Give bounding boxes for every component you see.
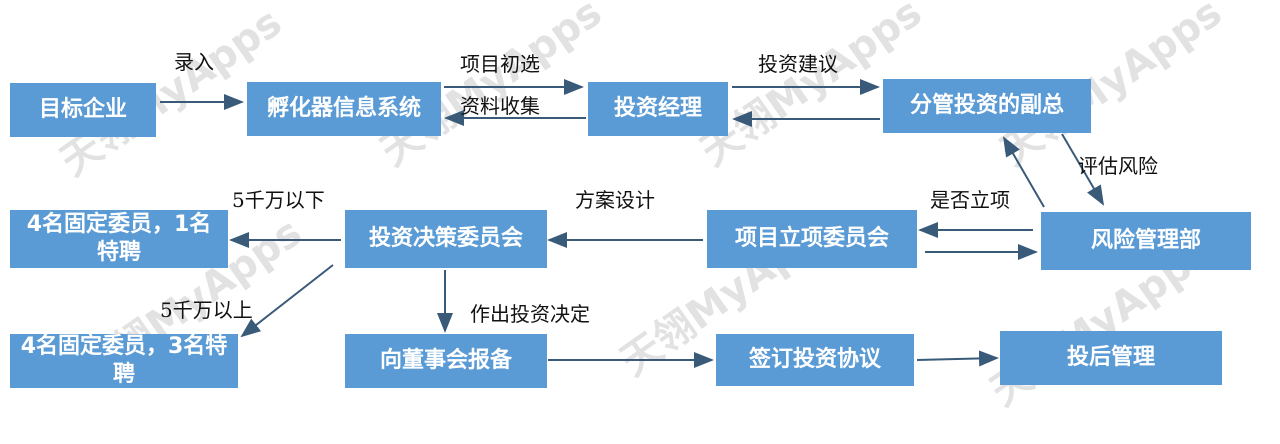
node-post-investment: 投后管理: [1000, 331, 1222, 385]
node-investment-manager: 投资经理: [588, 82, 728, 136]
label-assess-risk: 评估风险: [1078, 154, 1158, 178]
label-under-50m: 5千万以下: [232, 188, 325, 212]
arrow-vp-to-risk: [1061, 133, 1105, 206]
node-decision-committee: 投资决策委员会: [345, 210, 547, 268]
node-project-committee: 项目立项委员会: [707, 210, 917, 268]
node-members-a: 4名固定委员，1名特聘: [10, 210, 228, 268]
node-incubator-system: 孵化器信息系统: [247, 82, 441, 136]
node-members-b: 4名固定委员，3名特聘: [10, 334, 238, 388]
label-suggestion: 投资建议: [758, 52, 838, 76]
node-target-company: 目标企业: [10, 83, 156, 137]
label-over-50m: 5千万以上: [160, 298, 253, 322]
label-entry: 录入: [174, 50, 214, 74]
node-board-report: 向董事会报备: [345, 334, 547, 388]
node-risk-department: 风险管理部: [1041, 212, 1251, 270]
label-approve: 是否立项: [930, 188, 1010, 212]
arrow-sign-to-post: [916, 350, 999, 367]
arrow-risk-to-vp: [1002, 136, 1045, 208]
arrow-decision-to-members-b: [240, 264, 334, 338]
node-sign-agreement: 签订投资协议: [716, 334, 914, 386]
label-collecting: 资料收集: [460, 94, 540, 118]
label-screening: 项目初选: [460, 52, 540, 76]
node-vice-president: 分管投资的副总: [883, 79, 1091, 133]
label-plan-design: 方案设计: [575, 188, 655, 212]
label-decision: 作出投资决定: [470, 302, 590, 326]
